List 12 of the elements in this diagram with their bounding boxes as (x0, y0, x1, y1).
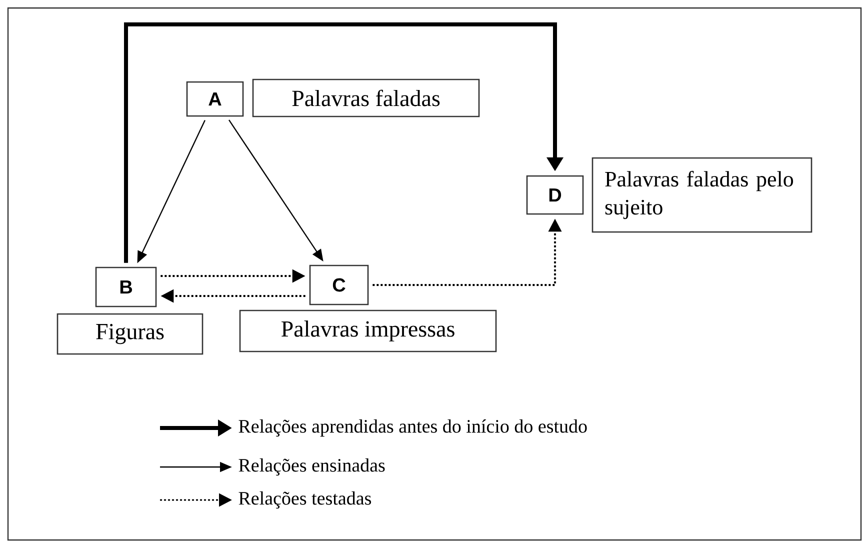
legend-text: Relações testadas (238, 491, 372, 509)
letter-box: A (186, 81, 244, 117)
letter-box: D (526, 175, 584, 215)
label-box: Palavras faladas (252, 78, 480, 118)
letter-box: B (95, 266, 157, 308)
arrow (124, 22, 564, 263)
letter-box: C (309, 264, 369, 306)
label-box: Palavras impressas (239, 310, 497, 352)
label-box: Figuras (56, 313, 204, 355)
label-box: Palavras faladas pelo sujeito (592, 157, 812, 233)
legend-text: Relações aprendidas antes do início do estudo (238, 419, 587, 437)
legend-text: Relações ensinadas (238, 458, 385, 476)
